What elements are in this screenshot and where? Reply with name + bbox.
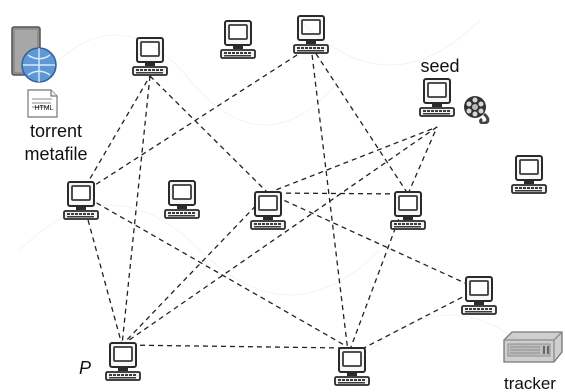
connection-line (310, 45, 349, 353)
connection-line (121, 344, 347, 349)
tracker-label: tracker (504, 374, 556, 392)
connection-line (121, 126, 438, 346)
connection-line (310, 45, 409, 195)
html-document-label: HTML (34, 105, 53, 112)
dashed-connection-lines (80, 45, 479, 353)
connection-line (407, 126, 438, 195)
connection-line (359, 288, 479, 351)
metafile-label: metafile (24, 144, 87, 164)
connection-line (350, 193, 409, 348)
connection-line (267, 192, 479, 290)
connection-line (80, 193, 347, 347)
connection-line (80, 75, 151, 195)
seed-label: seed (420, 56, 459, 76)
connection-line (121, 75, 151, 346)
connection-line (267, 126, 438, 194)
connection-line (121, 192, 269, 346)
torrent-label: torrent (30, 121, 82, 141)
peer-label: P (79, 358, 91, 378)
connection-line (80, 193, 123, 346)
connection-line (80, 45, 312, 195)
diagram-labels: torrent metafile seed P tracker HTML (24, 56, 556, 392)
connection-line (149, 75, 269, 194)
